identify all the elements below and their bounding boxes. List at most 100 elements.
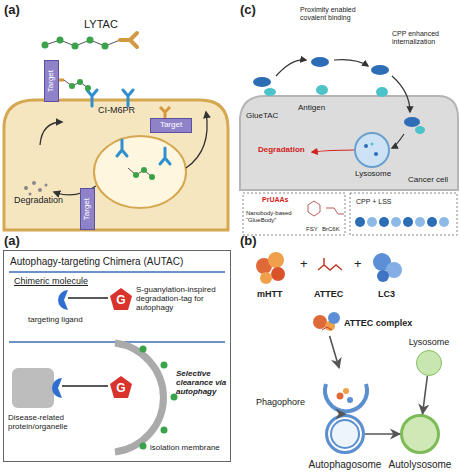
illustration-shape [38, 188, 42, 192]
cancer-cell [240, 96, 458, 190]
illustration-shape [415, 126, 425, 134]
illustration-shape [325, 384, 367, 411]
illustration-shape [312, 150, 354, 152]
node-text: Autophagy-targeting Chimera (AUTAC) [10, 256, 183, 267]
lytac-cell [4, 100, 228, 230]
lytac-chain [42, 33, 171, 180]
figure-label: (c) [240, 3, 256, 17]
illustration-shape [102, 43, 109, 50]
node-text: Target [83, 198, 92, 220]
node-text: Phagophore [256, 398, 305, 408]
illustration-shape [58, 290, 68, 310]
illustration-shape [160, 107, 170, 118]
node-text: G [116, 294, 125, 307]
amino-acid-chain [355, 217, 449, 227]
illustration-shape [45, 184, 48, 187]
illustration-shape [371, 65, 389, 75]
lc3-protein [373, 253, 402, 282]
degraded-fragments [24, 181, 48, 196]
illustration-shape [415, 217, 425, 227]
illustration-shape [160, 148, 170, 164]
target-box: Target [150, 118, 192, 133]
illustration-shape [347, 397, 353, 403]
figure-label: BrC6K [322, 226, 340, 233]
illustration-shape [311, 57, 329, 67]
figure-label: Lysosome [355, 170, 391, 179]
illustration-shape [120, 33, 137, 47]
illustration-shape [72, 43, 79, 50]
figure-label: + [354, 257, 362, 271]
illustration-shape [318, 258, 342, 270]
illustration-shape [77, 79, 83, 85]
figure-label: targeting ligand [28, 316, 83, 325]
illustration-shape [439, 217, 449, 227]
illustration-shape [133, 172, 139, 178]
process-arrow [40, 112, 207, 195]
illustration-shape [64, 80, 88, 88]
node-text: ATTEC complex [344, 319, 412, 329]
lysosome: Lysosome [416, 350, 442, 376]
illustration-shape [32, 181, 36, 185]
inset-box [243, 193, 457, 235]
process-arrow [423, 376, 428, 414]
illustration-shape [367, 217, 377, 227]
illustration-shape [24, 186, 28, 190]
figure-label: CPP + LSS [356, 198, 391, 206]
illustration-shape [87, 90, 97, 106]
figure-label: Proximity enabled covalent binding [300, 6, 370, 21]
process-arrow [330, 336, 340, 368]
figure-label: PrUAAs [262, 196, 288, 204]
illustration-shape [355, 133, 389, 167]
targeting-ligand [12, 290, 108, 408]
illustration-shape [161, 362, 168, 369]
illustration-shape [391, 217, 401, 227]
illustration-shape [57, 37, 64, 44]
phagophore-cup [325, 384, 367, 411]
node-text: Target [160, 121, 182, 130]
illustration-shape [377, 270, 389, 282]
figure-label: Selective clearance via autophagy [176, 370, 230, 396]
node-text: Lysosome [409, 338, 450, 348]
illustration-shape [52, 378, 62, 398]
illustration-shape [427, 217, 437, 227]
phagophore: Phagophore [322, 368, 370, 414]
node-text: Target [47, 70, 56, 92]
figure-label: GlueTAC [246, 112, 278, 121]
illustration-shape [161, 427, 168, 434]
illustration-shape [69, 83, 75, 89]
illustration-shape [364, 144, 368, 148]
illustration-shape [260, 272, 272, 284]
divider-line [9, 272, 225, 342]
figure-label: (b) [240, 234, 257, 248]
illustration-shape [337, 393, 344, 400]
attec-molecule [318, 258, 342, 270]
illustration-shape [328, 312, 340, 324]
degradation-tag: G [109, 287, 133, 311]
figure-label: FSY [306, 226, 318, 233]
figure-label: CPP enhanced internalization [392, 30, 454, 45]
illustration-shape [371, 143, 374, 146]
figure-label: Chimeric molecule [14, 277, 88, 287]
illustration-shape [117, 140, 127, 156]
figure-label: S-guanylation-inspired degradation-tag f… [136, 286, 228, 312]
complex-shape [313, 312, 340, 331]
illustration-shape [276, 60, 306, 76]
illustration-shape [379, 217, 389, 227]
degradation-tag: G [109, 375, 133, 399]
illustration-shape [140, 346, 147, 353]
pentagon-shape [110, 376, 132, 398]
illustration-shape [42, 42, 49, 49]
figure-label: CI-M6PR [98, 106, 135, 116]
process-arrow [365, 433, 400, 435]
figure-label: Degradation [14, 196, 63, 206]
figure-label: LYTAC [84, 18, 118, 30]
illustration-shape [313, 315, 327, 329]
illustration-shape [9, 271, 225, 273]
figure-label: LC3 [378, 290, 395, 300]
illustration-shape [87, 37, 94, 44]
illustration-shape [322, 327, 332, 330]
illustration-shape [268, 252, 284, 268]
figure-label: Degradation [258, 146, 305, 155]
